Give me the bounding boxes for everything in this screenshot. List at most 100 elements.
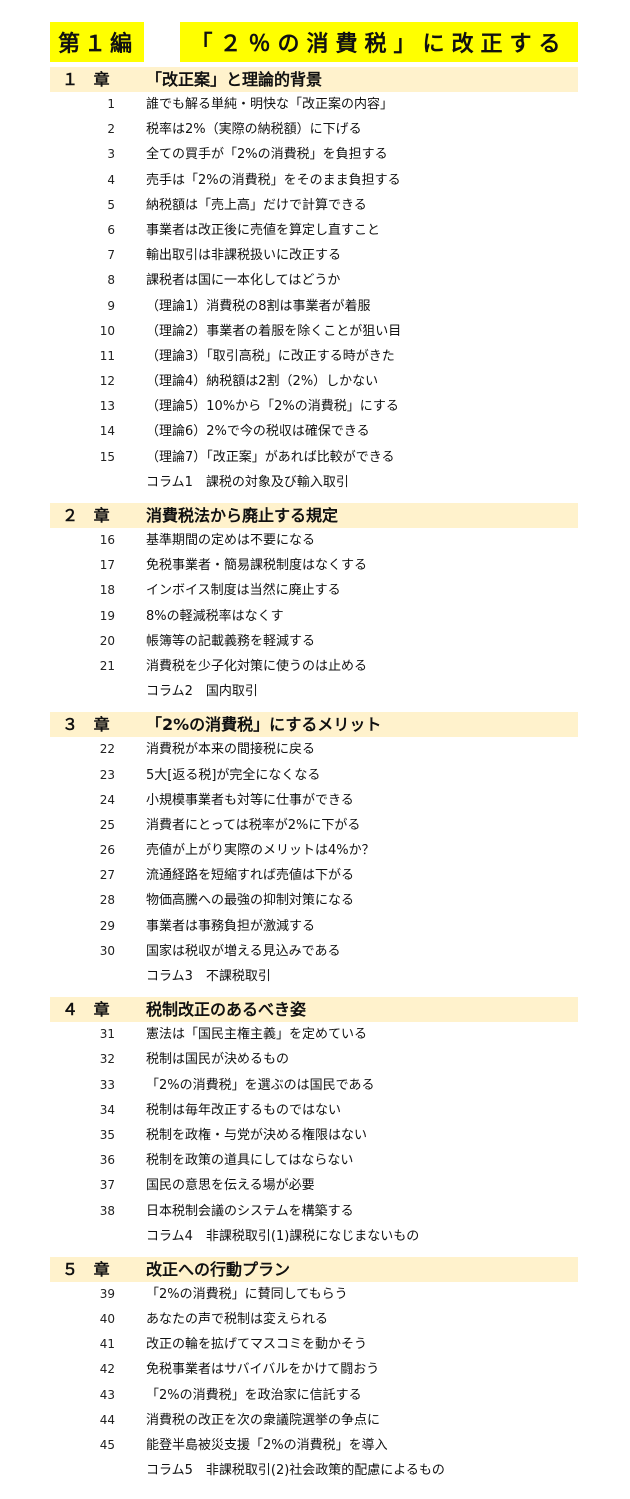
toc-item-number: 45: [99, 1438, 115, 1452]
toc-item-number: 30: [99, 943, 115, 958]
toc-item: 22 消費税が本来の間接税に戻る: [0, 737, 630, 762]
toc-item-title: インボイス制度は当然に廃止する: [146, 583, 341, 599]
toc-item-title: 日本税制会議のシステムを構築する: [146, 1203, 354, 1219]
chapter-heading: １ 章 「改正案」と理論的背景: [0, 67, 630, 92]
column-title: コラム1 課税の対象及び輸入取引: [146, 474, 349, 490]
toc-item: 14 （理論6）2%で今の税収は確保できる: [0, 419, 630, 444]
toc-item-title: 売手は「2%の消費税」をそのまま負担する: [146, 172, 401, 188]
toc-item: 31 憲法は「国民主権主義」を定めている: [0, 1022, 630, 1047]
toc-item-title: 「2%の消費税」に賛同してもらう: [146, 1286, 348, 1302]
toc-item-title: 消費税が本来の間接税に戻る: [146, 742, 316, 758]
toc-item-number: 16: [99, 533, 115, 547]
toc-item-title: 国家は税収が増える見込みである: [146, 943, 341, 959]
toc-item-number: 31: [99, 1027, 115, 1042]
toc-item-number: 15: [99, 449, 115, 464]
toc-item-title: 消費税の改正を次の衆議院選挙の争点に: [146, 1412, 381, 1428]
toc-item-number: 25: [99, 817, 115, 832]
toc-item-title: 流通経路を短縮すれば売値は下がる: [146, 868, 355, 884]
toc-item-number: 12: [99, 374, 115, 389]
chapter-number: ４ 章: [62, 1000, 115, 1020]
chapter-number: ３ 章: [62, 715, 115, 735]
toc-item: 15（理論7）「改正案」があれば比較ができる: [0, 445, 630, 470]
toc-item-number: 17: [99, 558, 115, 573]
toc-item-title: （理論2）事業者の着服を除くことが狙い目: [146, 323, 402, 339]
toc-item-number: 34: [99, 1102, 115, 1117]
toc-item-number: 2: [107, 122, 115, 137]
toc-item-title: （理論6）2%で今の税収は確保できる: [146, 424, 370, 440]
toc-item-title: （理論4）納税額は2割（2%）しかない: [146, 374, 379, 390]
toc-item: 10 （理論2）事業者の着服を除くことが狙い目: [0, 319, 630, 344]
toc-item-number: 29: [99, 918, 115, 933]
chapter-heading: ２ 章消費税法から廃止する規定: [0, 503, 630, 528]
toc-item: 11（理論3）「取引高税」に改正する時がきた: [0, 344, 630, 369]
toc-item-number: 28: [99, 893, 115, 908]
toc-item-number: 26: [99, 843, 115, 858]
toc-item-number: 10: [99, 323, 115, 338]
toc-item-number: 18: [99, 583, 115, 598]
column-title: コラム4 非課税取引(1)課税になじまないもの: [146, 1228, 420, 1244]
toc-item-number: 14: [99, 424, 115, 439]
toc-item-number: 20: [99, 633, 115, 648]
chapter-heading-band: [50, 997, 578, 1023]
chapter-title: 「改正案」と理論的背景: [146, 70, 323, 89]
toc-item-number: 7: [107, 248, 115, 263]
toc-item-number: 4: [107, 172, 115, 187]
toc-item-number: 8: [107, 273, 115, 288]
toc-item-title: 憲法は「国民主権主義」を定めている: [146, 1027, 368, 1043]
chapter-heading: ３ 章「2%の消費税」にするメリット: [0, 712, 630, 738]
toc-item: 30 国家は税収が増える見込みである: [0, 939, 630, 964]
toc-item-title: 小規模事業者も対等に仕事ができる: [146, 792, 354, 808]
column-entry: コラム2 国内取引: [0, 679, 630, 704]
toc-item: 5 納税額は「売上高」だけで計算できる: [0, 193, 630, 218]
toc-item-title: 基準期間の定めは不要になる: [146, 533, 316, 548]
toc-item-number: 19: [99, 608, 115, 623]
toc-item-number: 43: [99, 1387, 115, 1402]
column-entry: コラム4 非課税取引(1)課税になじまないもの: [0, 1224, 630, 1249]
toc-item-title: 納税額は「売上高」だけで計算できる: [146, 197, 367, 213]
chapter-heading: ５ 章改正への行動プラン: [0, 1256, 630, 1282]
toc-item-number: 22: [99, 742, 115, 757]
column-entry: コラム1 課税の対象及び輸入取引: [0, 470, 630, 495]
toc-item-title: （理論3）「取引高税」に改正する時がきた: [146, 348, 395, 364]
toc-item: 39「2%の消費税」に賛同してもらう: [0, 1282, 630, 1307]
toc-item-title: 免税事業者はサバイバルをかけて闘おう: [146, 1362, 380, 1378]
toc-item-title: 輸出取引は非課税扱いに改正する: [146, 248, 342, 264]
toc-item-number: 32: [99, 1052, 115, 1067]
toc-item-number: 5: [107, 197, 115, 212]
toc-item-title: 「2%の消費税」を選ぶのは国民である: [146, 1077, 375, 1093]
chapter-number: １ 章: [62, 70, 115, 89]
toc-item-title: 税制を政権・与党が決める権限はない: [146, 1127, 368, 1143]
toc-item: 38 日本税制会議のシステムを構築する: [0, 1199, 630, 1224]
toc-item-title: 国民の意思を伝える場が必要: [146, 1178, 315, 1194]
toc-item-title: 「2%の消費税」を政治家に信託する: [146, 1387, 362, 1403]
toc-item-number: 6: [107, 222, 115, 237]
toc-item: 12 （理論4）納税額は2割（2%）しかない: [0, 369, 630, 394]
toc-item-number: 1: [107, 97, 115, 111]
column-entry: コラム5 非課税取引(2)社会政策的配慮によるもの: [0, 1458, 630, 1483]
toc-item-number: 21: [99, 658, 115, 673]
toc-item-number: 37: [99, 1178, 115, 1193]
toc-item: 4 売手は「2%の消費税」をそのまま負担する: [0, 168, 630, 193]
toc-item-number: 38: [99, 1203, 115, 1218]
toc-item: 18 インボイス制度は当然に廃止する: [0, 578, 630, 603]
